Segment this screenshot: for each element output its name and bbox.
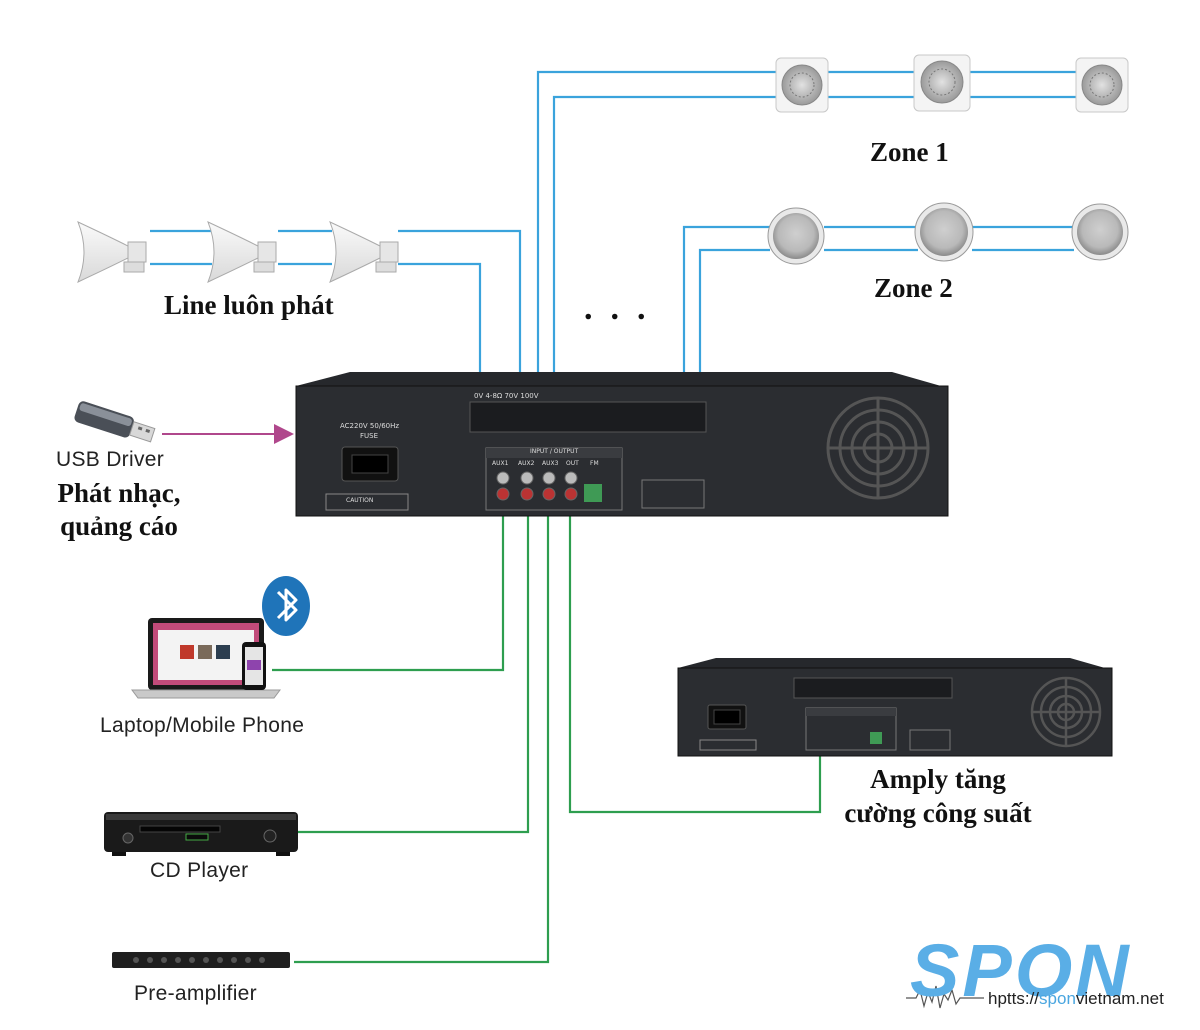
zone1-wire-b: [552, 95, 780, 400]
waveform-icon: [906, 985, 984, 1009]
zone1-label: Zone 1: [870, 137, 949, 167]
fm-module: [584, 484, 602, 502]
preamp-wire: [294, 503, 550, 964]
fan-grille-icon: [826, 396, 930, 500]
phone-icon: [242, 642, 266, 690]
horn-wire-a: [398, 229, 522, 400]
ceiling-speaker-icon: [914, 202, 974, 262]
more-zones-ellipsis: ...: [584, 290, 664, 327]
out-text: OUT: [566, 460, 579, 467]
booster-wire: [568, 503, 822, 814]
pre-amplifier-label: Pre-amplifier: [134, 982, 257, 1005]
cd-player-icon: [104, 812, 298, 856]
aux1-text: AUX1: [492, 460, 509, 467]
wall-speaker-icon: [775, 57, 829, 113]
play-music-label-1: Phát nhạc,: [57, 478, 181, 508]
power-rating-text: AC220V 50/60Hz: [340, 422, 400, 430]
laptop-icon: [131, 618, 281, 699]
booster-label-1: Amply tăng: [870, 764, 1006, 794]
speaker-wires: [150, 70, 1078, 400]
terminal-strip: [469, 401, 707, 433]
horn-speaker-icon: [207, 221, 277, 283]
wall-speaker-icon: [1075, 57, 1129, 113]
caution-label: [325, 493, 409, 511]
wall-speaker-icon: [913, 54, 971, 112]
horn-speaker-icon: [329, 221, 399, 283]
ceiling-speaker-icon: [767, 207, 825, 265]
horn-wire-b: [398, 262, 482, 400]
zone1-wire-a: [536, 70, 780, 400]
aux3-text: AUX3: [542, 460, 559, 467]
usb-driver-label: USB Driver: [56, 448, 165, 471]
caution-text: CAUTION: [346, 497, 374, 504]
play-music-label-2: quảng cáo: [60, 511, 178, 541]
pre-amplifier-icon: [112, 952, 290, 968]
label-plate: [641, 479, 705, 509]
cd-player-label: CD Player: [150, 859, 249, 882]
url-suffix: vietnam.net: [1075, 989, 1164, 1008]
usb-drive-icon: [74, 401, 156, 443]
main-amplifier: [295, 372, 949, 517]
horn-speaker-icon: [77, 221, 147, 283]
aux2-text: AUX2: [518, 460, 535, 467]
spon-logo: SPON: [910, 929, 1132, 1012]
bluetooth-icon: [262, 576, 310, 636]
fm-text: FM: [590, 460, 599, 467]
ceiling-speaker-icon: [1071, 203, 1129, 261]
url-brand: spon: [1039, 989, 1076, 1008]
audio-wires: [272, 503, 822, 964]
fuse-text: FUSE: [360, 432, 379, 440]
line-always-label: Line luôn phát: [164, 290, 334, 320]
zone2-label: Zone 2: [874, 273, 953, 303]
terminal-text: 0V 4-8Ω 70V 100V: [474, 392, 539, 400]
cd-wire: [298, 503, 530, 834]
url-prefix: hptts://: [988, 989, 1040, 1008]
laptop-wire: [272, 503, 505, 672]
booster-label-2: cường công suất: [844, 798, 1032, 828]
rca-jacks: [492, 470, 582, 509]
zone2-wire-b: [698, 248, 770, 400]
io-header-text: INPUT / OUTPUT: [530, 448, 579, 455]
zone2-wire-a: [682, 225, 770, 400]
laptop-label: Laptop/Mobile Phone: [100, 714, 305, 737]
website-url: hptts://sponvietnam.net: [988, 989, 1164, 1009]
booster-amplifier: [677, 658, 1113, 757]
